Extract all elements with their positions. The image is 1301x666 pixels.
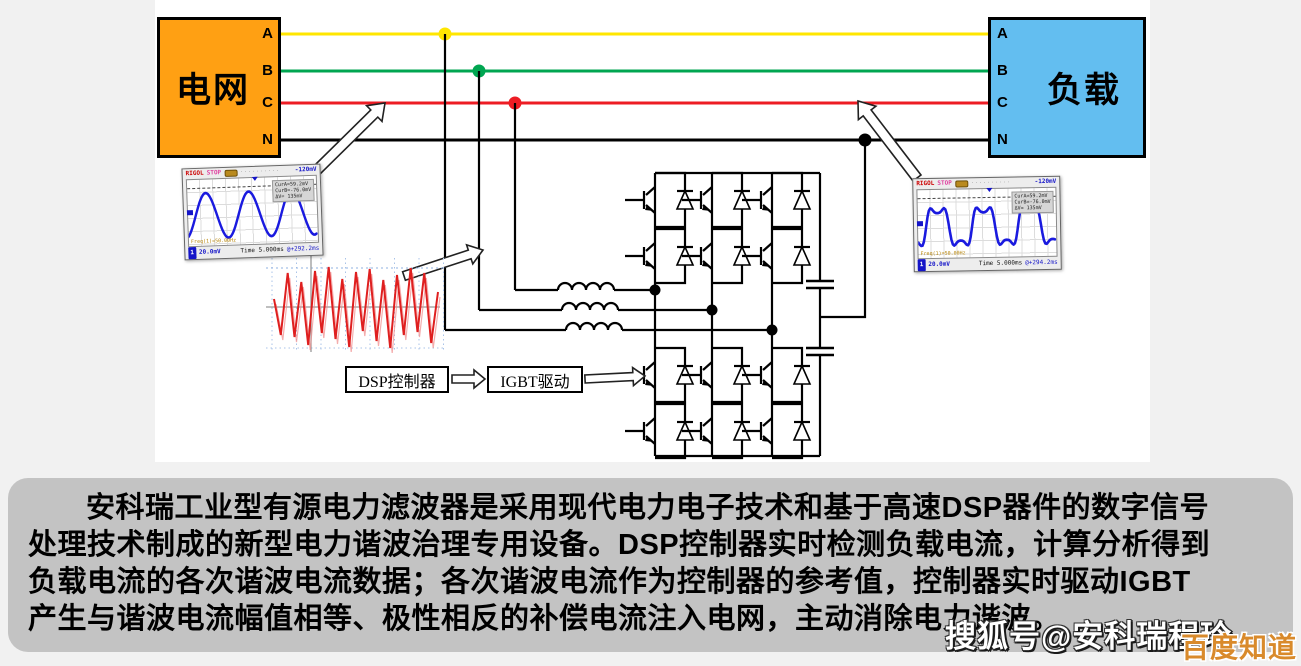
scope-trigger-marker-icon xyxy=(251,176,258,182)
scope-channel-badge: 1 xyxy=(188,246,197,260)
load-phase-b-label: B xyxy=(997,62,1008,79)
scope-readout: -120mV xyxy=(1034,177,1057,186)
baidu-zhidao-watermark: 百度知道 xyxy=(1181,632,1298,663)
scope-brand: RIGOL xyxy=(916,179,935,188)
scope-channel-scale: 20.0mV xyxy=(198,248,221,256)
power-grid-box: 电网 A B C N xyxy=(157,17,281,158)
cursor-info-line: ΔV= 135mV xyxy=(1014,205,1042,212)
oscilloscope-load-waveform: RIGOL STOP ·········· -120mV CurA=59.2mV… xyxy=(912,175,1062,273)
oscilloscope-grid-waveform: RIGOL STOP ·········· -120mV CurA=59.2mV… xyxy=(181,163,324,261)
grid-phase-c-label: C xyxy=(262,94,273,111)
scope-trigger-marker-icon xyxy=(986,187,993,193)
scope-status: STOP xyxy=(937,179,952,187)
scope-timebase: Time 5.000ms xyxy=(978,259,1023,268)
scope-channel-scale: 20.0mV xyxy=(928,260,951,269)
scope-timebase: Time 5.000ms xyxy=(240,245,284,255)
description-line: 处理技术制成的新型电力谐波治理专用设备。DSP控制器实时检测负载电流，计算分析得… xyxy=(28,529,1211,561)
scope-cursor-info: CurA=59.2mV CurB=-76.0mV ΔV= 135mV xyxy=(271,178,315,203)
load-phase-c-label: C xyxy=(997,94,1008,111)
scope-cursor-info: CurA=59.2mV CurB=-76.0mV ΔV= 135mV xyxy=(1011,190,1054,214)
scope-channel-marker-icon xyxy=(916,220,924,226)
scope-brand: RIGOL xyxy=(185,169,204,178)
scope-freq-label: Freq(1)=50.00Hz xyxy=(920,250,966,258)
cursor-info-line: ΔV= 135mV xyxy=(275,193,303,201)
load-phase-a-label: A xyxy=(997,25,1008,42)
scope-screen: CurA=59.2mV CurB=-76.0mV ΔV= 135mV Freq(… xyxy=(185,174,320,248)
scope-status: STOP xyxy=(206,169,222,177)
load-label: 负载 xyxy=(1046,71,1121,110)
scope-offset: @+292.2ms xyxy=(286,244,320,253)
description-line: 负载电流的各次谐波电流数据；各次谐波电流作为控制器的参考值，控制器实时驱动IGB… xyxy=(28,566,1191,598)
scope-knob-icon xyxy=(224,169,238,177)
scope-offset: @+294.2ms xyxy=(1025,258,1058,267)
grid-phase-a-label: A xyxy=(262,25,273,42)
scope-knob-icon xyxy=(954,179,968,188)
igbt-driver-label: IGBT驱动 xyxy=(500,373,570,391)
scope-statusbar: 1 20.0mV Time 5.000ms @+294.2ms xyxy=(915,257,1061,272)
load-box: 负载 A B C N xyxy=(988,17,1146,158)
sohu-watermark: 搜狐号@安科瑞程玲 xyxy=(945,619,1233,654)
igbt-driver-box: IGBT驱动 xyxy=(487,366,583,393)
description-line: 安科瑞工业型有源电力滤波器是采用现代电力电子技术和基于高速DSP器件的数字信号 xyxy=(86,492,1210,524)
scope-dots-decoration: ·········· xyxy=(970,179,1011,187)
load-phase-n-label: N xyxy=(997,131,1008,148)
grid-phase-n-label: N xyxy=(262,131,273,148)
scope-screen: CurA=59.2mV CurB=-76.0mV ΔV= 135mV Freq(… xyxy=(916,186,1058,260)
power-grid-label: 电网 xyxy=(176,71,251,110)
scope-channel-marker-icon xyxy=(186,209,194,215)
grid-phase-b-label: B xyxy=(262,62,273,79)
description-panel: 安科瑞工业型有源电力滤波器是采用现代电力电子技术和基于高速DSP器件的数字信号 … xyxy=(8,478,1293,652)
description-line: 产生与谐波电流幅值相等、极性相反的补偿电流注入电网，主动消除电力谐波。 xyxy=(28,603,1061,635)
dsp-controller-box: DSP控制器 xyxy=(345,366,449,393)
scope-channel-badge: 1 xyxy=(917,259,926,272)
dsp-controller-label: DSP控制器 xyxy=(358,373,436,391)
